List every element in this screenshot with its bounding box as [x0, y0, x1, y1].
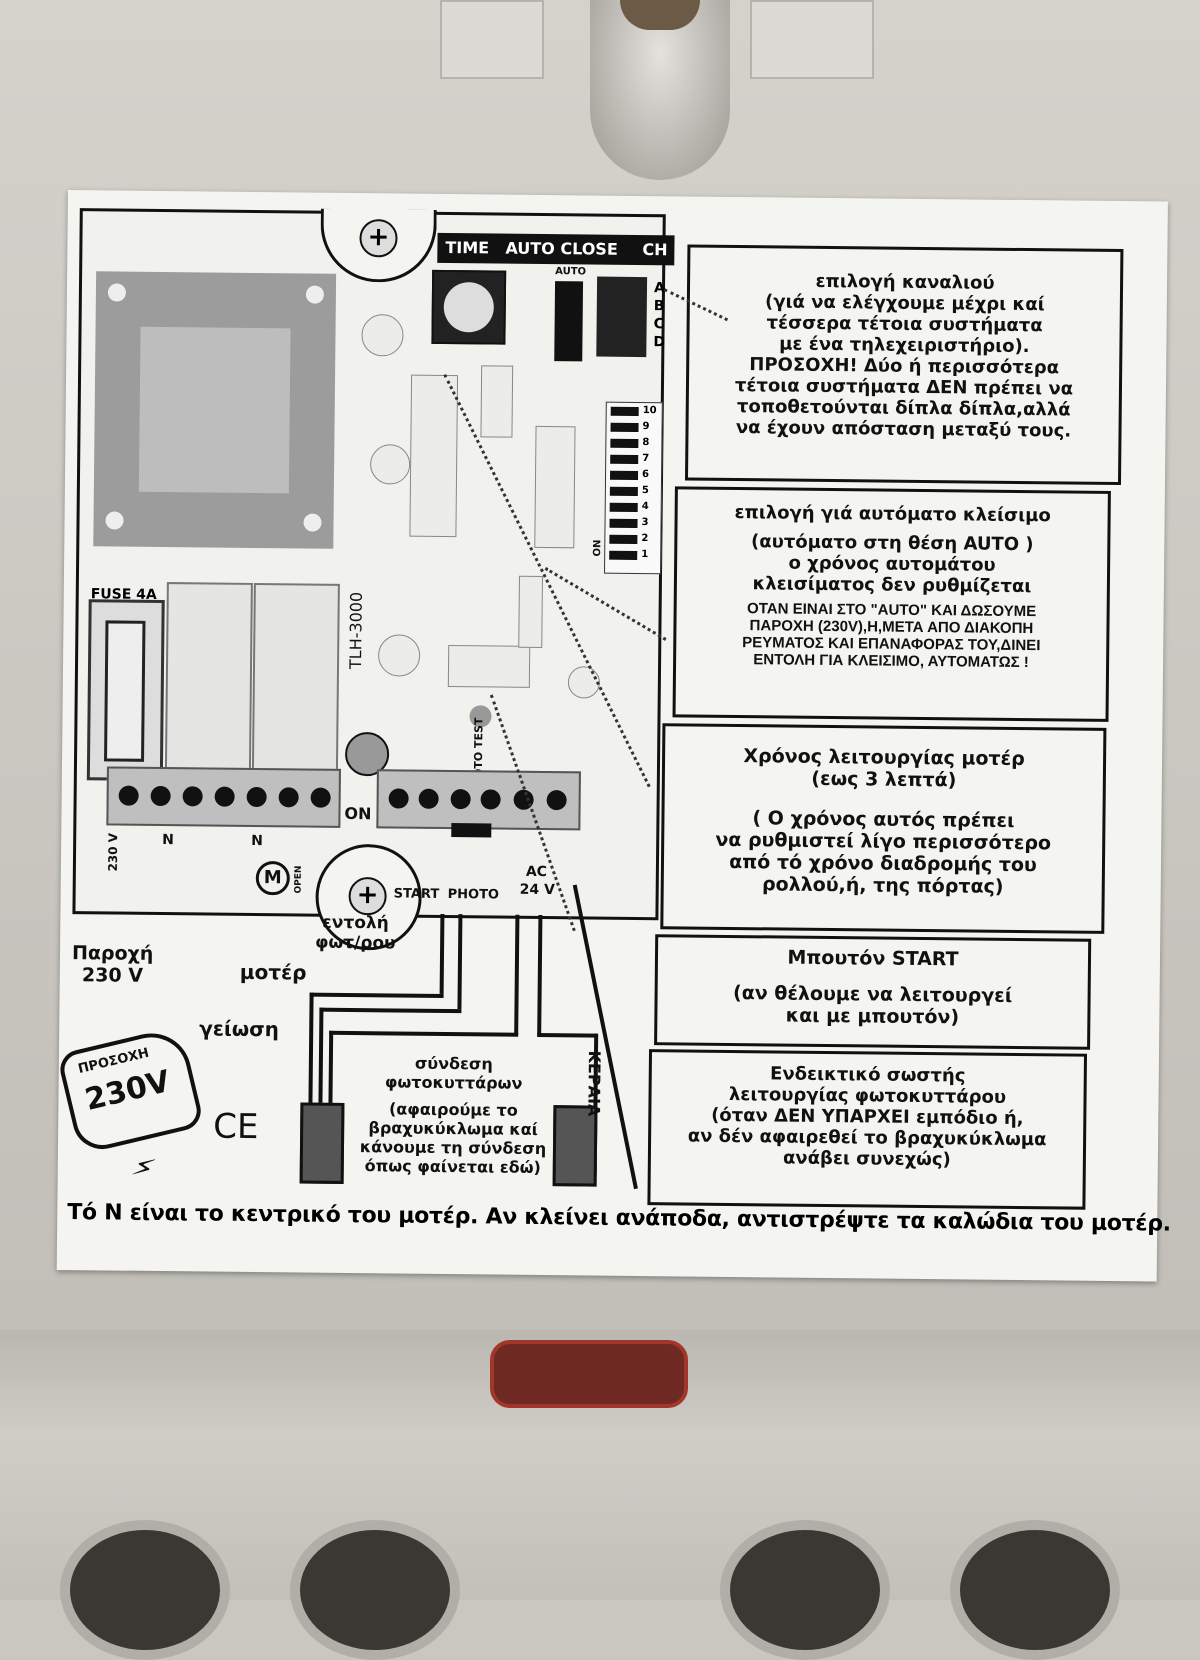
time-label: TIME	[445, 237, 490, 258]
n-terminal-label: N	[162, 832, 175, 849]
callout-start-button: Μπουτόν START (αν θέλουμε να λειτουργεί …	[654, 934, 1092, 1050]
lightning-bolt-icon: ⚡	[127, 1148, 160, 1189]
dip-on-label: ON	[592, 539, 604, 557]
photo-terminal-label: PHOTO	[447, 887, 500, 903]
rubber-gasket	[490, 1340, 688, 1408]
ac-terminal-label: AC	[525, 863, 548, 881]
enclosure-tab-left	[440, 0, 544, 79]
fuse-holder	[86, 599, 165, 782]
ce-mark: CE	[212, 1106, 259, 1148]
screw-icon: +	[359, 219, 398, 258]
auto-close-jumper	[554, 281, 584, 362]
callout-channel: επιλογή καναλιού (γιά να ελέγχουμε μέχρι…	[684, 244, 1124, 486]
terminal-block-power	[106, 766, 341, 828]
motor-icon: M	[255, 861, 290, 896]
fuse-icon	[104, 620, 146, 762]
auto-jumper-label: AUTO	[555, 266, 587, 278]
v230-terminal-label: 230 V	[105, 832, 121, 872]
cable-entry-hole-3	[720, 1520, 890, 1660]
callout-auto-close: επιλογή γιά αυτόματο κλείσιμο (αυτόματο …	[672, 486, 1111, 722]
start-terminal-label: START	[393, 886, 440, 902]
open-terminal-label: OPEN	[293, 865, 304, 894]
callout-photo-indicator: Ενδεικτικό σωστής λειτουργίας φωτοκυττάρ…	[647, 1049, 1088, 1210]
relay-1	[164, 582, 253, 782]
time-potentiometer	[431, 269, 507, 345]
enclosure-tab-right	[750, 0, 874, 79]
callout-motor-time: Χρόνος λειτουργίας μοτέρ (εως 3 λεπτά) (…	[660, 723, 1107, 934]
mounting-cutout-top: +	[320, 208, 437, 283]
model-label: TLH-3000	[345, 591, 366, 670]
n-terminal-label-2: N	[251, 832, 263, 850]
cable-entry-hole-2	[290, 1520, 460, 1660]
motor-label: μοτέρ	[239, 959, 307, 985]
photo-bridge-jumper	[451, 823, 492, 838]
channel-jumper-block	[596, 276, 648, 358]
settings-header-bar: TIME AUTO CLOSE CH	[437, 232, 675, 266]
screw-post	[590, 0, 730, 180]
transformer	[93, 271, 337, 549]
v24-terminal-label: 24 V	[519, 881, 555, 899]
photocell-clip-right	[552, 1105, 598, 1187]
dip-switch: 10 9 8 7 6 5 4 3 2 1 ON	[592, 401, 663, 575]
cable-entry-hole-4	[950, 1520, 1120, 1660]
on-label: ON	[344, 803, 372, 824]
relay-2	[251, 582, 340, 783]
high-voltage-warning-badge: ΠΡΟΣΟΧΗ 230V	[56, 1025, 205, 1156]
photocell-connection-label: σύνδεση φωτοκυττάρων (αφαιρούμε το βραχυ…	[359, 1053, 547, 1178]
terminal-block-control	[376, 769, 581, 831]
ch-label: CH	[642, 240, 668, 260]
cable-entry-hole-1	[60, 1520, 230, 1660]
ground-label: γείωση	[199, 1016, 280, 1042]
auto-close-label: AUTO CLOSE	[505, 238, 618, 259]
screw-icon: +	[348, 876, 387, 916]
photocell-clip-left	[299, 1102, 345, 1184]
antenna-label: ΚΕΡΑΙΑ	[584, 1050, 605, 1117]
